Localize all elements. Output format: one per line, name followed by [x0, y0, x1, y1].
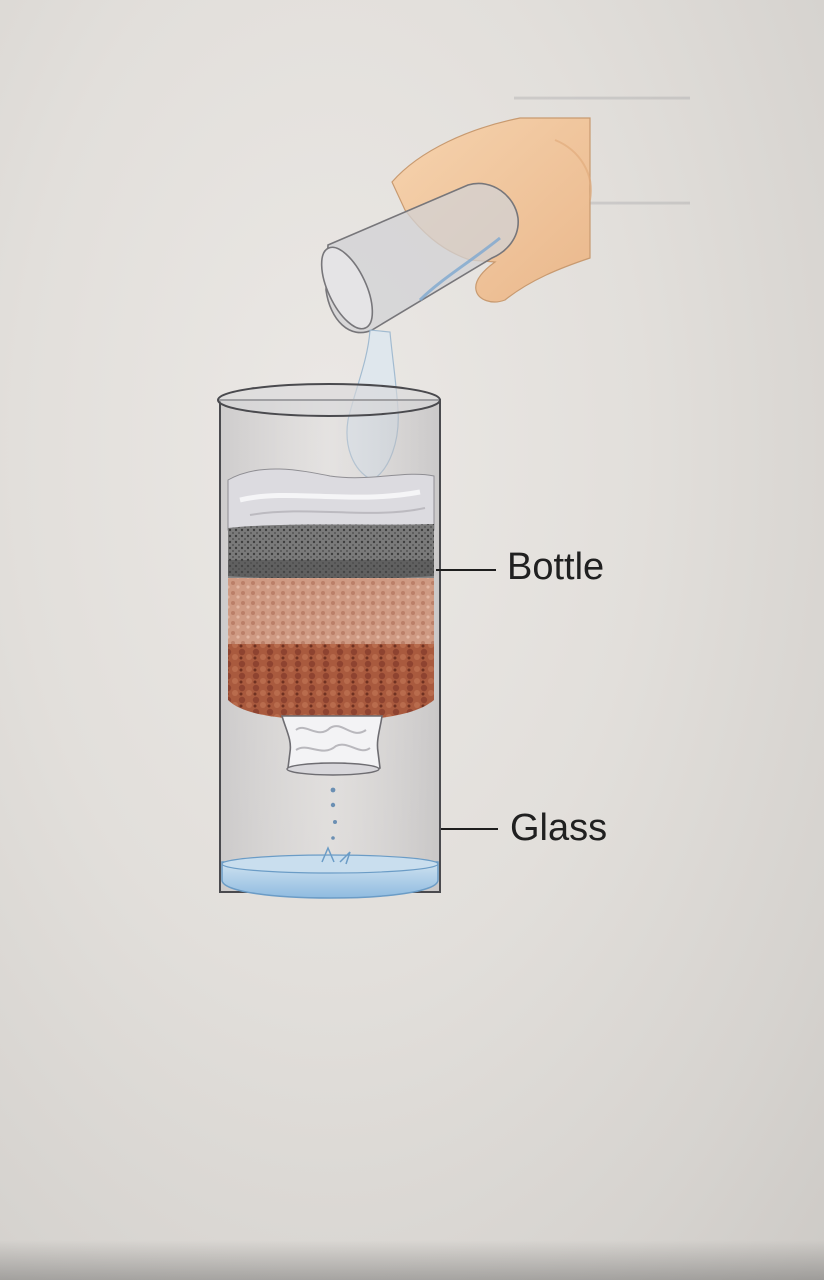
- page-edge-shadow: [0, 1240, 824, 1280]
- cup-icon: [320, 182, 519, 334]
- glass-label: Glass: [510, 807, 608, 849]
- bottle-filter-icon: [227, 468, 435, 776]
- bottle-label: Bottle: [507, 546, 605, 588]
